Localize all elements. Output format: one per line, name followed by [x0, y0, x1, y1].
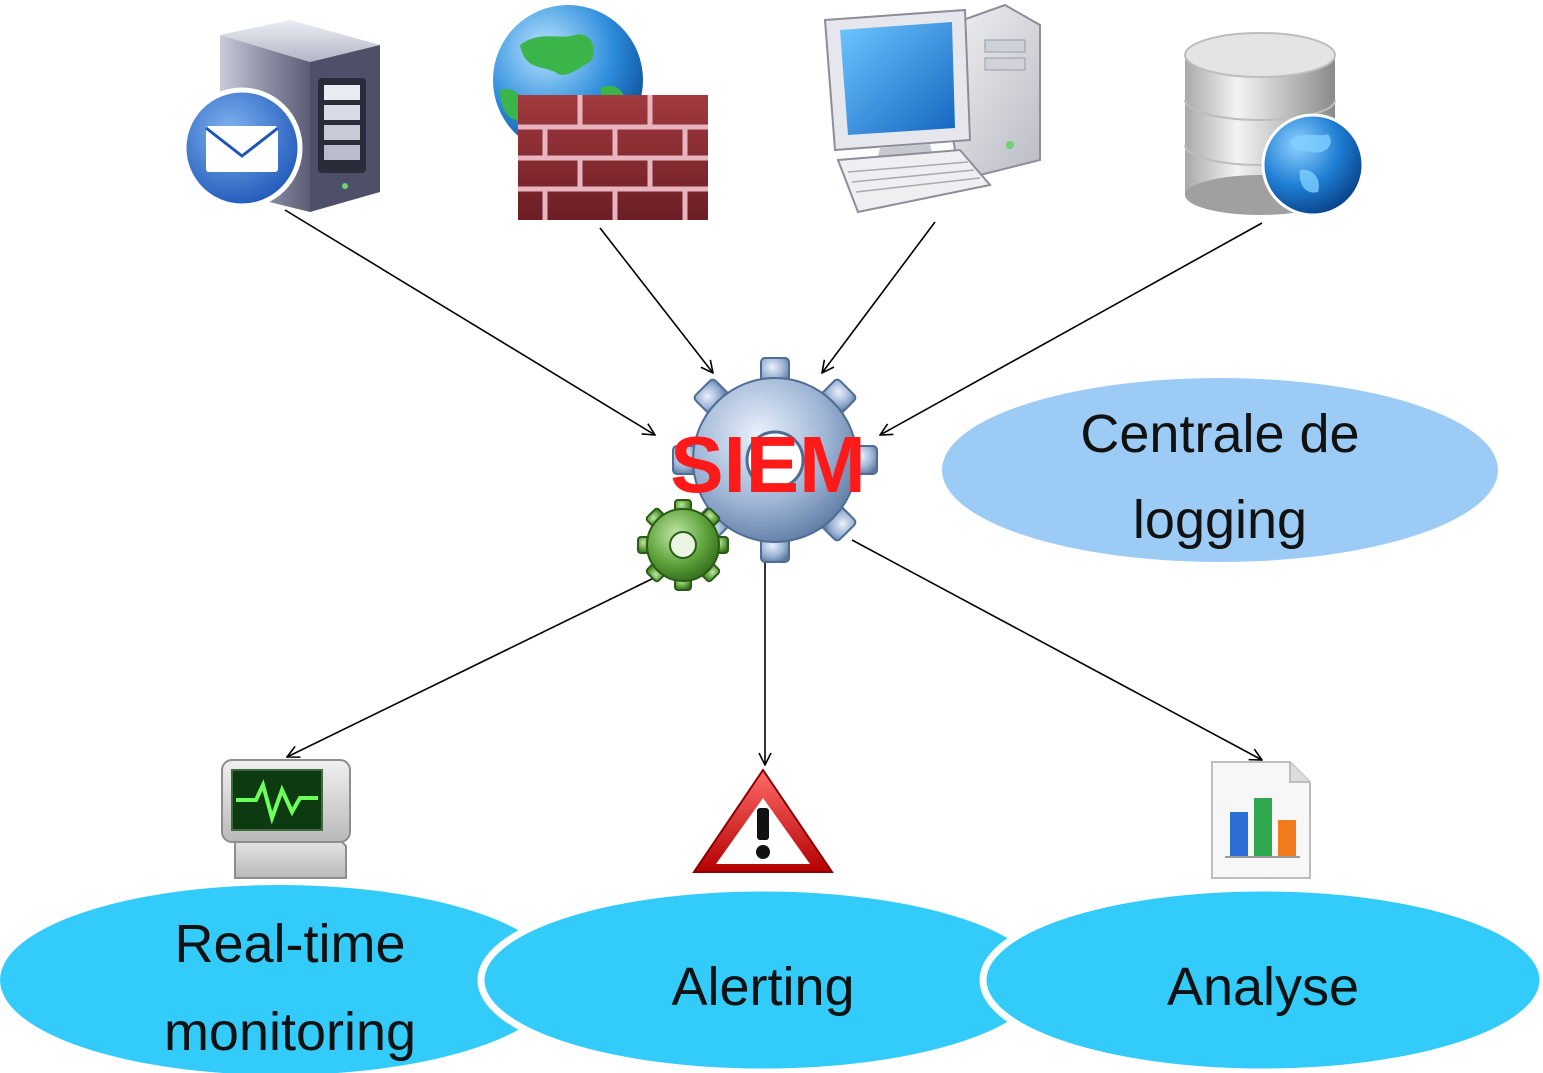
- arrow-firewall-to-siem: [599, 227, 713, 373]
- monitoring-line1: Real-time: [174, 914, 405, 974]
- siem-gears-icon: [637, 357, 878, 591]
- firewall-icon: [493, 5, 708, 220]
- arrow-siem-to-analyse: [851, 539, 1262, 760]
- arrow-siem-to-monitoring: [287, 574, 661, 757]
- report-chart-icon: [1211, 761, 1311, 879]
- logging-callout-line2: logging: [1133, 490, 1307, 550]
- logging-callout: Centrale de logging: [942, 378, 1498, 562]
- arrow-mail-to-siem: [284, 209, 655, 435]
- connectors: [284, 209, 1263, 765]
- output-analyse: Analyse: [979, 884, 1543, 1073]
- database-icon: [1184, 32, 1365, 217]
- desktop-computer-icon: [823, 3, 1041, 214]
- siem-label: SIEM: [670, 420, 866, 509]
- monitoring-line2: monitoring: [164, 1002, 416, 1062]
- small-gear: [637, 499, 729, 591]
- mail-server-icon: [181, 20, 380, 212]
- monitor-icon: [221, 759, 351, 879]
- alerting-label: Alerting: [671, 957, 854, 1017]
- large-gear: [672, 357, 878, 563]
- analyse-label: Analyse: [1167, 957, 1359, 1017]
- warning-icon: [692, 768, 834, 873]
- arrow-database-to-siem: [880, 222, 1263, 435]
- logging-callout-line1: Centrale de: [1080, 404, 1359, 464]
- output-alerting: Alerting: [477, 884, 1049, 1073]
- output-monitoring: Real-time monitoring: [0, 885, 560, 1073]
- arrow-computer-to-siem: [822, 221, 936, 373]
